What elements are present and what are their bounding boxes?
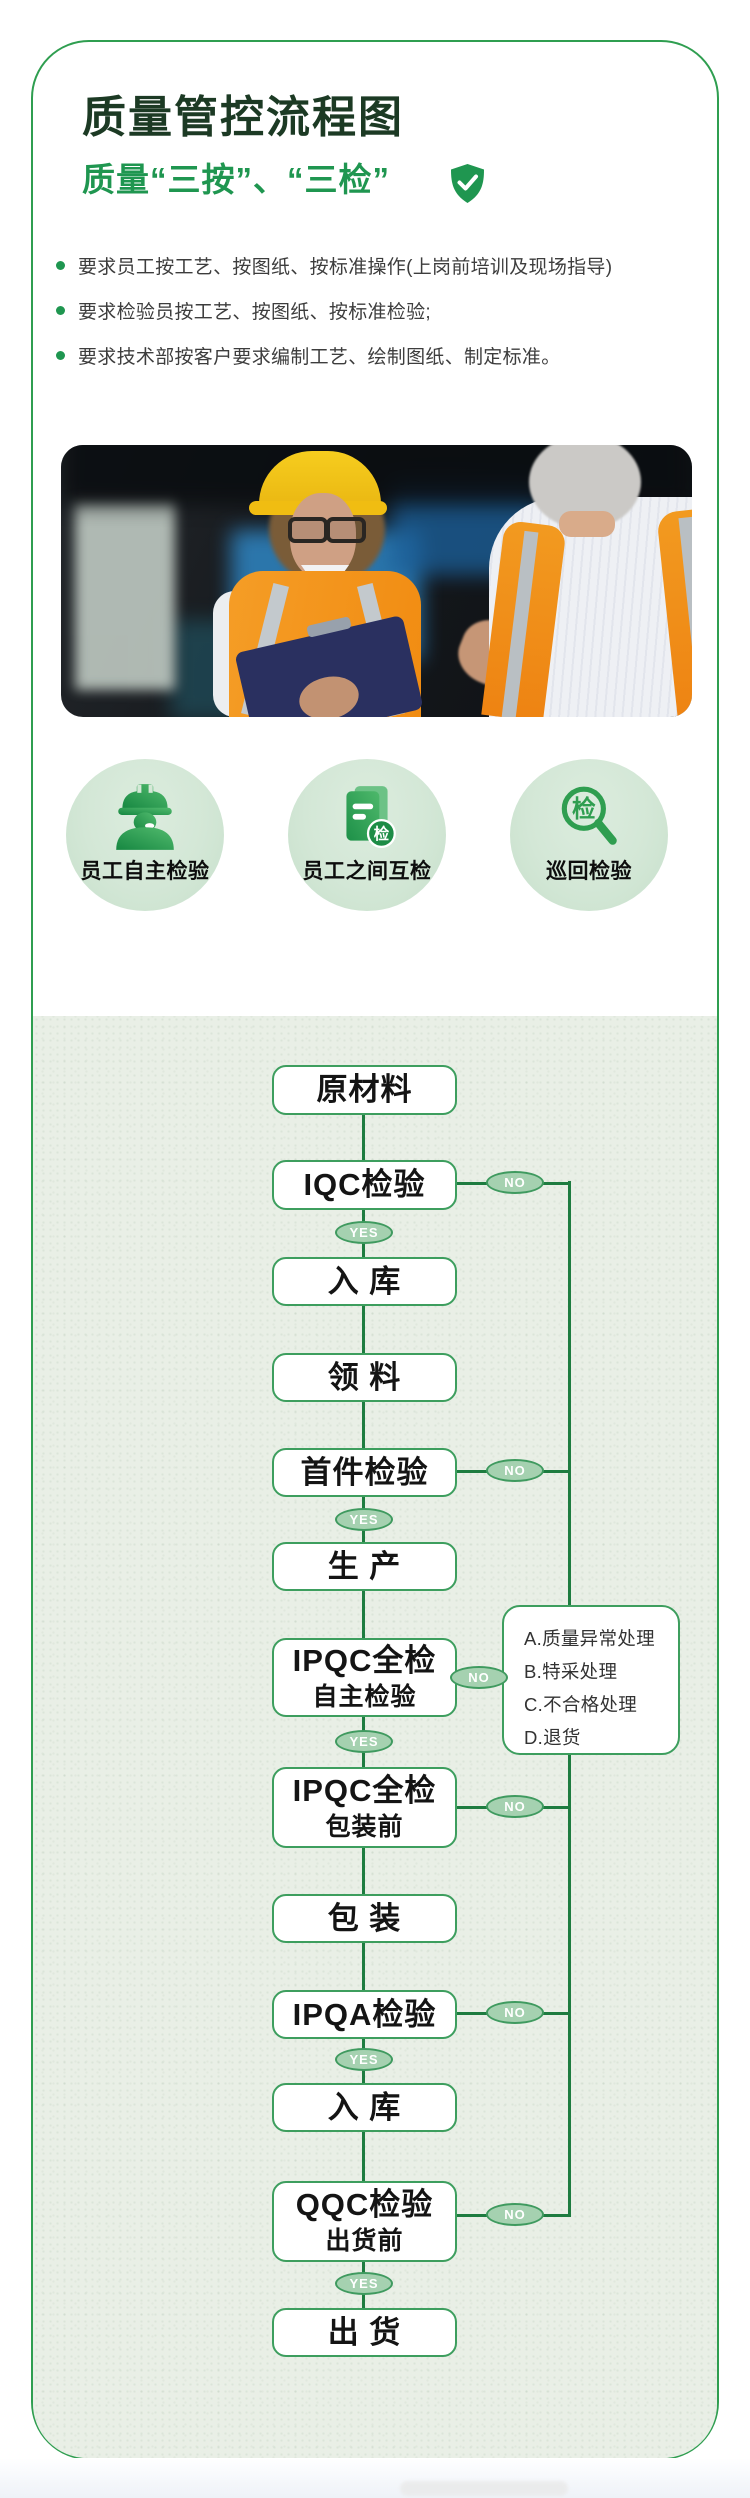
flow-connector [362,1943,365,1990]
flow-node-label: 入 库 [327,1263,402,1299]
badge-glyph: 检 [374,824,390,843]
bullet-text: 要求检验员按工艺、按图纸、按标准检验; [78,301,431,323]
no-label: NO [486,1459,544,1482]
flow-node-label: 入 库 [327,2089,402,2125]
side-box-line: C.不合格处理 [524,1694,638,1715]
flow-node-ipqc-pre-packing: IPQC全检 包装前 [272,1767,457,1848]
no-label: NO [486,2001,544,2024]
no-label: NO [450,1666,508,1689]
flow-connector [362,1115,365,1161]
flow-connector [362,1402,365,1448]
badge-label: 员工自主检验 [80,860,210,883]
magnifier-check-icon: 检 [561,786,617,845]
yes-label: YES [335,1730,393,1753]
flow-node-label: IQC检验 [303,1167,426,1203]
badge-patrol-inspection: 检 巡回检验 [510,759,668,911]
flow-node-iqc-inspection: IQC检验 [272,1160,457,1210]
shield-check-icon [451,164,484,203]
side-box-line: D.退货 [524,1727,581,1748]
badge-mutual-inspection: 检 员工之间互检 [288,759,446,911]
flow-node-label: 生 产 [327,1548,402,1584]
flow-node-first-article-inspection: 首件检验 [272,1448,457,1497]
photo-control-panel [75,500,175,690]
badge-label: 员工之间互检 [302,860,432,883]
no-label: NO [486,1171,544,1194]
side-box-line: A.质量异常处理 [524,1628,655,1649]
flow-node-ipqc-self-inspection: IPQC全检 自主检验 [272,1638,457,1717]
bullet-item: 要求技术部按客户要求编制工艺、绘制图纸、制定标准。 [56,342,706,368]
bullet-text: 要求技术部按客户要求编制工艺、绘制图纸、制定标准。 [78,346,561,368]
document-check-icon: 检 [346,786,396,848]
flow-node-label: 原材料 [316,1072,413,1108]
flow-side-box: A.质量异常处理 B.特采处理 C.不合格处理 D.退货 [502,1605,680,1755]
flow-node-ipqa-inspection: IPQA检验 [272,1990,457,2039]
page-bottom-tint [0,2458,750,2498]
flow-node-raw-material: 原材料 [272,1065,457,1115]
bullet-dot-icon [56,260,65,270]
yes-label: YES [335,1221,393,1244]
flow-node-label: IPQC全检 [292,1643,437,1679]
bullet-dot-icon [56,350,65,360]
flow-node-sublabel: 包装前 [325,1812,404,1841]
flow-connector [362,1306,365,1353]
page-subtitle: 质量“三按”、“三检” [82,161,390,198]
flow-node-label: 包 装 [327,1900,402,1936]
no-label: NO [486,2203,544,2226]
flow-node-label: 领 料 [327,1359,402,1395]
flow-node-label: 首件检验 [300,1454,429,1490]
flow-node-production: 生 产 [272,1542,457,1591]
watermark-blur [400,2481,568,2496]
side-box-line: B.特采处理 [524,1661,618,1682]
flow-connector [362,2132,365,2181]
yes-label: YES [335,2048,393,2071]
badge-self-inspection: 员工自主检验 [66,759,224,911]
flow-node-material-pick: 领 料 [272,1353,457,1402]
flow-node-label: 出 货 [327,2314,402,2350]
bullet-dot-icon [56,305,65,315]
flow-node-warehouse-in-2: 入 库 [272,2083,457,2132]
flow-node-shipment: 出 货 [272,2308,457,2357]
flow-node-sublabel: 自主检验 [312,1682,417,1711]
photo-glasses-left-lens [288,517,328,543]
yes-label: YES [335,1508,393,1531]
flow-connector [362,1591,365,1638]
flow-connector [362,1848,365,1894]
flow-node-label: IPQC全检 [292,1773,437,1809]
flow-node-sublabel: 出货前 [325,2226,404,2255]
bullet-text: 要求员工按工艺、按图纸、按标准操作(上岗前培训及现场指导) [78,256,613,278]
no-label: NO [486,1795,544,1818]
bullet-item: 要求检验员按工艺、按图纸、按标准检验; [56,297,706,323]
flow-node-label: IPQA检验 [292,1996,437,2032]
bullet-item: 要求员工按工艺、按图纸、按标准操作(上岗前培训及现场指导) [56,252,706,278]
flow-node-packing: 包 装 [272,1894,457,1943]
yes-label: YES [335,2272,393,2295]
flow-node-label: QQC检验 [295,2187,434,2223]
magnifier-glyph: 检 [572,795,596,823]
flow-node-qqc-pre-shipment: QQC检验 出货前 [272,2181,457,2262]
photo-glasses-right-lens [326,517,366,543]
page-title: 质量管控流程图 [82,93,404,142]
photo-man-neck [559,511,615,537]
flow-node-warehouse-in-1: 入 库 [272,1257,457,1306]
badge-label: 巡回检验 [546,860,632,883]
worker-helmet-icon [116,784,174,850]
factory-photo [61,445,692,717]
